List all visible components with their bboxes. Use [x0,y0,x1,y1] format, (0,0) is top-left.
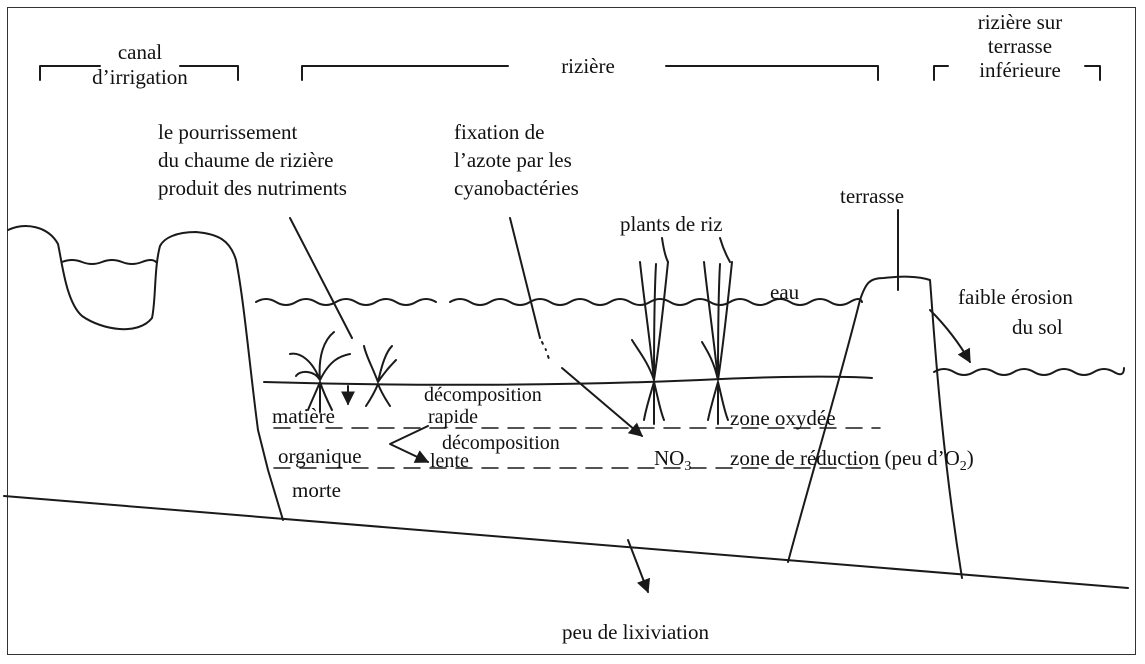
label-zone-reduction-sub: 2 [960,459,967,474]
label-lixiviation: peu de lixiviation [562,620,709,645]
label-zone-reduction-main: zone de réduction (peu d’O [730,446,960,470]
subsoil-line [4,496,1128,588]
pointer-pourrissement [290,218,352,338]
label-terrasse-line1: rizière sur [940,10,1100,34]
arrow-decomp-rapide [390,426,428,462]
label-erosion: faible érosion du sol [958,282,1073,342]
label-canal-line2: d’irrigation [70,65,210,90]
label-erosion-line1: faible érosion [958,282,1073,312]
water-canal [62,260,156,264]
label-decomp-rapide-line1: décomposition [424,384,542,406]
label-pourrissement-line3: produit des nutriments [158,174,347,202]
label-no3-main: NO [654,446,684,470]
label-canal-line1: canal [70,40,210,65]
label-decomposition-lente: décomposition lente [424,432,560,472]
label-pourrissement-line2: du chaume de rizière [158,146,347,174]
label-erosion-line2: du sol [958,312,1073,342]
label-zone-reduction-end: ) [967,446,974,470]
label-fixation-line2: l’azote par les [454,146,579,174]
label-decomposition-rapide: décomposition rapide [424,384,542,428]
pointer-fixation [510,218,540,338]
ground-canal-left [8,226,283,520]
lower-field-water [934,368,1124,375]
field-soil-surface [264,377,872,385]
pointer-fixation-dots [542,342,550,362]
label-matiere: matière [272,404,335,429]
label-eau: eau [770,280,799,305]
rice-plant-right [702,262,732,424]
label-terrasse-line2: terrasse [940,34,1100,58]
label-no3: NO3 [654,446,691,479]
label-fixation-line1: fixation de [454,118,579,146]
label-zone-reduction: zone de réduction (peu d’O2) [730,446,974,479]
label-decomp-rapide-line2: rapide [424,406,542,428]
label-riziere-terrasse: rizière sur terrasse inférieure [940,10,1100,82]
label-organique: organique [278,444,362,469]
stubble-right [364,346,396,406]
label-terrasse-line3: inférieure [940,58,1100,82]
label-plants-de-riz: plants de riz [620,212,723,237]
stubble-left [290,332,350,412]
rice-plant-left [632,262,668,424]
label-zone-oxydee: zone oxydée [730,406,836,431]
label-pourrissement: le pourrissement du chaume de rizière pr… [158,118,347,202]
label-no3-sub: 3 [684,459,691,474]
label-terrasse: terrasse [840,184,904,209]
plants-de-riz-pointers [662,238,730,262]
label-fixation: fixation de l’azote par les cyanobactéri… [454,118,579,202]
arrow-to-no3 [562,368,642,436]
label-pourrissement-line1: le pourrissement [158,118,347,146]
label-riziere: rizière [528,54,648,79]
label-morte: morte [292,478,341,503]
label-fixation-line3: cyanobactéries [454,174,579,202]
label-canal-irrigation: canal d’irrigation [70,40,210,90]
